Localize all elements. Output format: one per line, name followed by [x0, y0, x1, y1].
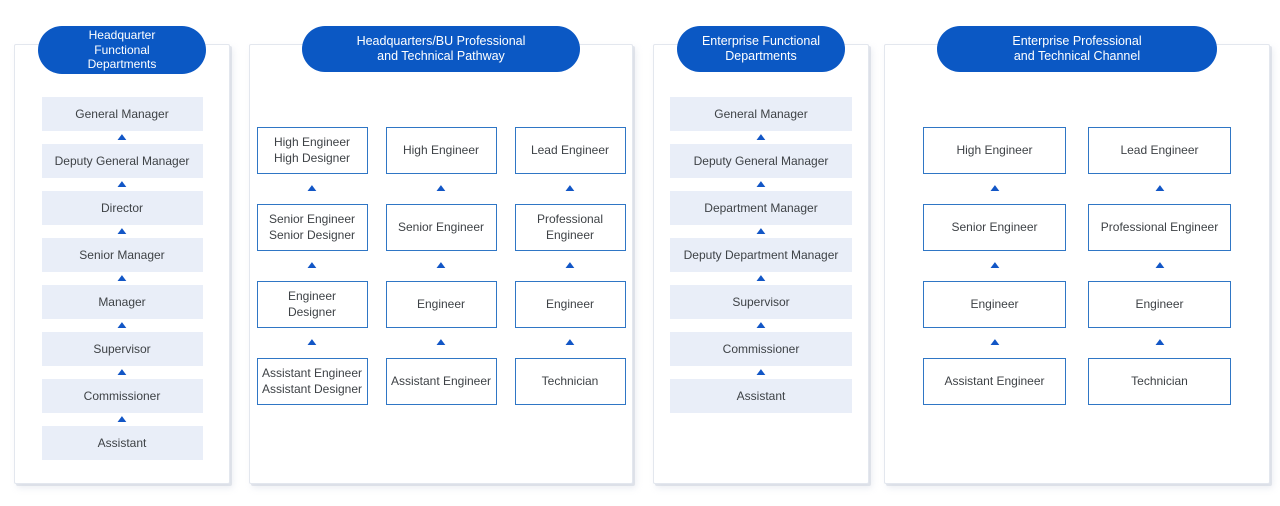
- role-box: Engineer: [1088, 281, 1231, 328]
- panel-enterprise-functional-departments: Enterprise Functional Departments Genera…: [653, 26, 869, 484]
- role-box: Engineer: [923, 281, 1066, 328]
- arrow-up-icon: ▲: [753, 319, 769, 331]
- role-box: Engineer: [385, 281, 497, 328]
- ladder-headquarter-functional: General Manager ▲ Deputy General Manager…: [15, 97, 229, 460]
- role-box: High Engineer: [923, 127, 1066, 174]
- role-box: Senior Engineer Senior Designer: [256, 204, 368, 251]
- arrow-up-icon: ▲: [753, 178, 769, 190]
- arrow-up-icon: ▲: [562, 183, 578, 194]
- role-box: Engineer Designer: [256, 281, 368, 328]
- arrow-up-icon: ▲: [114, 131, 130, 143]
- arrow-up-icon: ▲: [753, 131, 769, 143]
- role-box: Technician: [514, 358, 626, 405]
- arrow-up-icon: ▲: [114, 272, 130, 284]
- arrow-up-icon: ▲: [987, 183, 1002, 194]
- role-box: Professional Engineer: [514, 204, 626, 251]
- arrow-up-icon: ▲: [987, 337, 1002, 348]
- arrow-up-icon: ▲: [304, 337, 320, 348]
- role-box: Commissioner: [41, 379, 203, 413]
- arrow-up-icon: ▲: [114, 225, 130, 237]
- arrow-up-icon: ▲: [114, 319, 130, 331]
- panel-enterprise-professional-channel: Enterprise Professional and Technical Ch…: [884, 26, 1270, 484]
- role-box: High Engineer High Designer: [256, 127, 368, 174]
- panel-title-pill: Enterprise Functional Departments: [677, 26, 845, 72]
- role-box: Assistant Engineer: [385, 358, 497, 405]
- arrow-up-icon: ▲: [987, 260, 1002, 271]
- pathway-column: High Engineer High Designer ▲ Senior Eng…: [256, 127, 368, 405]
- role-box: Commissioner: [670, 332, 852, 366]
- role-box: Engineer: [514, 281, 626, 328]
- arrow-up-icon: ▲: [304, 260, 320, 271]
- pathway-column: High Engineer ▲ Senior Engineer ▲ Engine…: [923, 127, 1066, 405]
- arrow-up-icon: ▲: [1152, 260, 1167, 271]
- role-box: Lead Engineer: [1088, 127, 1231, 174]
- role-box: Assistant Engineer Assistant Designer: [256, 358, 368, 405]
- role-box: Technician: [1088, 358, 1231, 405]
- panel-title-pill: Enterprise Professional and Technical Ch…: [937, 26, 1217, 72]
- role-box: General Manager: [670, 97, 852, 131]
- panel-title-pill: Headquarter Functional Departments: [38, 26, 206, 74]
- arrow-up-icon: ▲: [1152, 183, 1167, 194]
- role-box: Deputy General Manager: [670, 144, 852, 178]
- role-box: General Manager: [41, 97, 203, 131]
- arrow-up-icon: ▲: [114, 366, 130, 378]
- role-box: Assistant Engineer: [923, 358, 1066, 405]
- arrow-up-icon: ▲: [433, 260, 449, 271]
- role-box: Assistant: [670, 379, 852, 413]
- arrow-up-icon: ▲: [304, 183, 320, 194]
- role-box: Department Manager: [670, 191, 852, 225]
- panel-headquarter-functional-departments: Headquarter Functional Departments Gener…: [14, 26, 230, 484]
- panel-title-pill: Headquarters/BU Professional and Technic…: [302, 26, 580, 72]
- role-box: Professional Engineer: [1088, 204, 1231, 251]
- role-box: Supervisor: [670, 285, 852, 319]
- role-box: Deputy General Manager: [41, 144, 203, 178]
- arrow-up-icon: ▲: [433, 337, 449, 348]
- arrow-up-icon: ▲: [114, 178, 130, 190]
- arrow-up-icon: ▲: [562, 260, 578, 271]
- role-box: Supervisor: [41, 332, 203, 366]
- arrow-up-icon: ▲: [753, 272, 769, 284]
- arrow-up-icon: ▲: [753, 366, 769, 378]
- role-box: High Engineer: [385, 127, 497, 174]
- panel-headquarters-bu-pathway: Headquarters/BU Professional and Technic…: [249, 26, 633, 484]
- grid-enterprise-professional-channel: High Engineer ▲ Senior Engineer ▲ Engine…: [885, 127, 1269, 405]
- arrow-up-icon: ▲: [433, 183, 449, 194]
- role-box: Lead Engineer: [514, 127, 626, 174]
- role-box: Director: [41, 191, 203, 225]
- arrow-up-icon: ▲: [1152, 337, 1167, 348]
- role-box: Deputy Department Manager: [670, 238, 852, 272]
- role-box: Senior Manager: [41, 238, 203, 272]
- role-box: Senior Engineer: [923, 204, 1066, 251]
- pathway-column: Lead Engineer ▲ Professional Engineer ▲ …: [514, 127, 626, 405]
- arrow-up-icon: ▲: [562, 337, 578, 348]
- role-box: Assistant: [41, 426, 203, 460]
- grid-headquarters-bu-pathway: High Engineer High Designer ▲ Senior Eng…: [250, 127, 632, 405]
- arrow-up-icon: ▲: [753, 225, 769, 237]
- arrow-up-icon: ▲: [114, 413, 130, 425]
- pathway-column: High Engineer ▲ Senior Engineer ▲ Engine…: [385, 127, 497, 405]
- role-box: Senior Engineer: [385, 204, 497, 251]
- ladder-enterprise-functional: General Manager ▲ Deputy General Manager…: [654, 97, 868, 413]
- role-box: Manager: [41, 285, 203, 319]
- pathway-column: Lead Engineer ▲ Professional Engineer ▲ …: [1088, 127, 1231, 405]
